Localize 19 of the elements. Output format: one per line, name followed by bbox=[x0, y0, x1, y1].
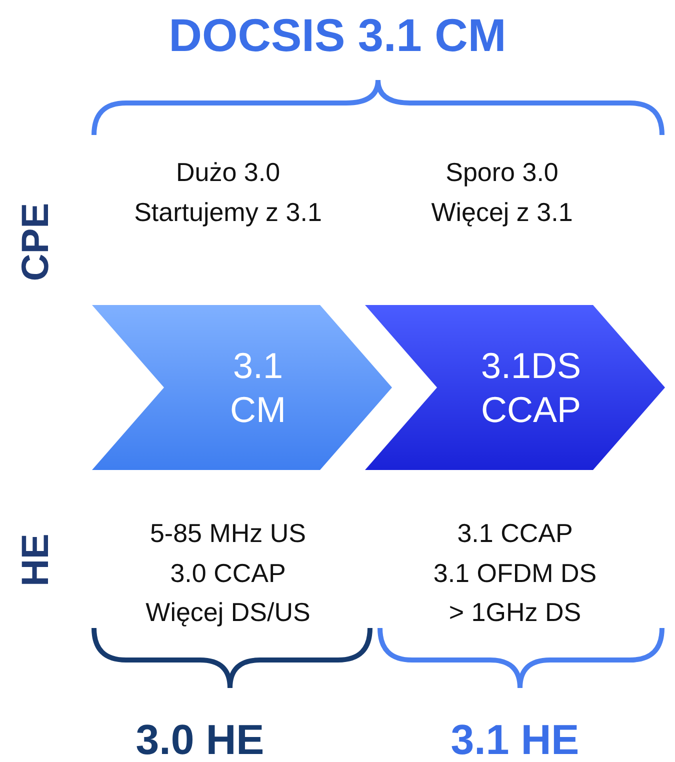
note-text: Więcej DS/US bbox=[146, 599, 310, 625]
note-text: 3.1 CCAP bbox=[457, 520, 573, 546]
note-text: Dużo 3.0 bbox=[176, 159, 280, 185]
side-label: HE bbox=[17, 534, 55, 586]
chevron-label: 3.1 CM bbox=[229, 344, 287, 432]
note-text: 3.1 OFDM DS bbox=[433, 560, 597, 586]
note-text: 3.0 CCAP bbox=[170, 560, 286, 586]
note-text: Startujemy z 3.1 bbox=[134, 199, 322, 225]
group-label: 3.1 HE bbox=[450, 719, 580, 761]
note-text: > 1GHz DS bbox=[448, 599, 582, 625]
group-label: 3.0 HE bbox=[136, 719, 264, 761]
chevron-shape bbox=[92, 305, 392, 470]
title: DOCSIS 3.1 CM bbox=[168, 8, 508, 62]
chevron-shape bbox=[365, 305, 665, 470]
side-label: CPE bbox=[17, 202, 55, 282]
chevron-label: 3.1DS CCAP bbox=[480, 344, 582, 432]
note-text: Sporo 3.0 bbox=[446, 159, 558, 185]
note-text: 5-85 MHz US bbox=[150, 520, 306, 546]
note-text: Więcej z 3.1 bbox=[431, 199, 573, 225]
